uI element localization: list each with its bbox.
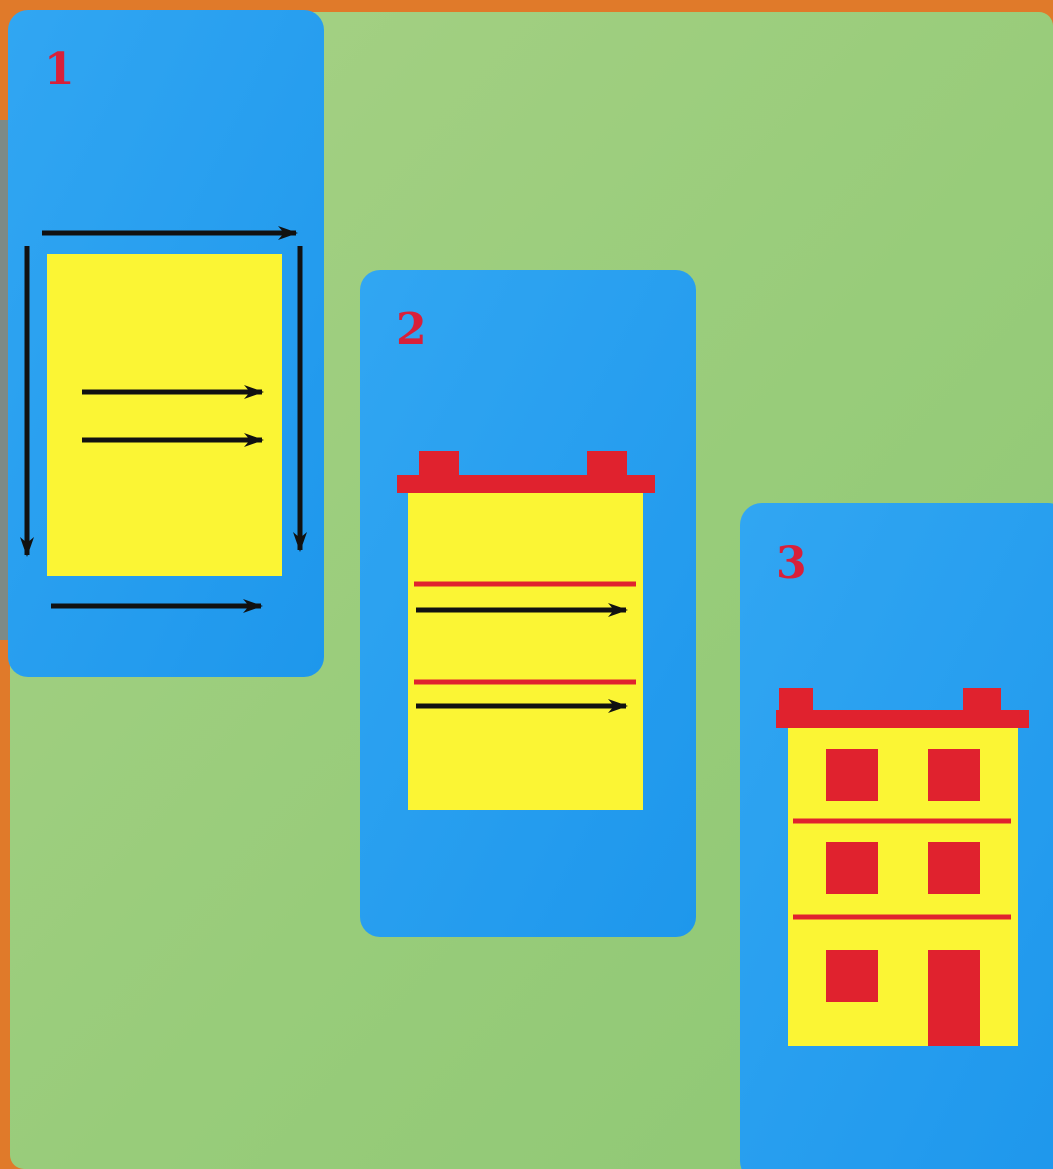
step-1-yellow-paper [47, 254, 282, 576]
step-1-number: 1 [44, 44, 75, 95]
step-2-chimney-right [587, 451, 627, 477]
window-bottom-left [826, 950, 878, 1002]
step-3-building-facade [788, 726, 1018, 1046]
window-middle-right [928, 842, 980, 894]
step-3-number: 3 [776, 538, 807, 589]
step-2-roof-strip [397, 475, 655, 493]
step-3-chimney-right [963, 688, 1001, 712]
window-top-right [928, 749, 980, 801]
step-3-card: 3 [740, 503, 1053, 1169]
window-middle-left [826, 842, 878, 894]
window-top-left [826, 749, 878, 801]
step-3-chimney-left [779, 688, 813, 712]
step-2-card: 2 [360, 270, 696, 937]
step-2-number: 2 [396, 304, 427, 355]
step-2-yellow-paper [408, 492, 643, 810]
step-3-roof-strip [776, 710, 1029, 728]
step-2-chimney-left [419, 451, 459, 477]
building-door [928, 950, 980, 1046]
step-1-card: 1 [8, 10, 324, 677]
